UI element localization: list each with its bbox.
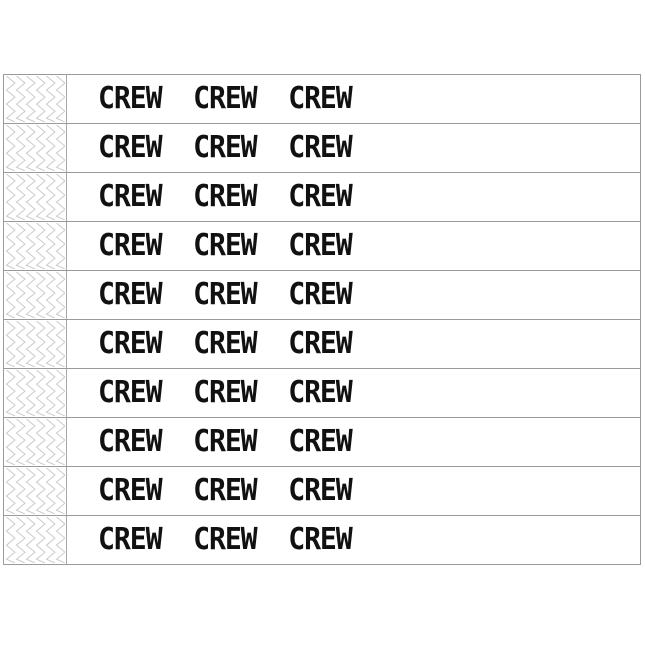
perforated-stub [4, 75, 67, 123]
wristband-row[interactable]: CREW CREW CREW [3, 515, 641, 565]
wristband-print-area: CREW CREW CREW [67, 124, 640, 172]
wristband-row[interactable]: CREW CREW CREW [3, 466, 641, 515]
zigzag-perforation-icon [5, 517, 65, 563]
wristband-row[interactable]: CREW CREW CREW [3, 319, 641, 368]
wristband-label: CREW CREW CREW [98, 424, 353, 459]
zigzag-perforation-icon [5, 419, 65, 465]
wristband-label: CREW CREW CREW [98, 179, 353, 214]
perforated-stub [4, 369, 67, 417]
perforated-stub [4, 467, 67, 515]
wristband-print-area: CREW CREW CREW [67, 271, 640, 319]
wristband-print-area: CREW CREW CREW [67, 516, 640, 564]
zigzag-perforation-icon [5, 174, 65, 220]
zigzag-perforation-icon [5, 272, 65, 318]
zigzag-perforation-icon [5, 125, 65, 171]
wristband-label: CREW CREW CREW [98, 277, 353, 312]
wristband-row[interactable]: CREW CREW CREW [3, 221, 641, 270]
zigzag-perforation-icon [5, 468, 65, 514]
wristband-print-area: CREW CREW CREW [67, 320, 640, 368]
zigzag-perforation-icon [5, 223, 65, 269]
perforated-stub [4, 418, 67, 466]
wristband-row[interactable]: CREW CREW CREW [3, 172, 641, 221]
wristband-label: CREW CREW CREW [98, 375, 353, 410]
wristband-label: CREW CREW CREW [98, 130, 353, 165]
perforated-stub [4, 516, 67, 564]
wristband-label: CREW CREW CREW [98, 81, 353, 116]
wristband-label: CREW CREW CREW [98, 522, 353, 557]
wristband-print-area: CREW CREW CREW [67, 467, 640, 515]
perforated-stub [4, 222, 67, 270]
wristband-row[interactable]: CREW CREW CREW [3, 368, 641, 417]
wristband-row[interactable]: CREW CREW CREW [3, 123, 641, 172]
perforated-stub [4, 320, 67, 368]
wristband-label: CREW CREW CREW [98, 326, 353, 361]
wristband-print-area: CREW CREW CREW [67, 75, 640, 123]
wristband-label: CREW CREW CREW [98, 473, 353, 508]
wristband-stack: CREW CREW CREW CREW CREW CREW CREW CREW … [3, 74, 641, 565]
wristband-label: CREW CREW CREW [98, 228, 353, 263]
wristband-row[interactable]: CREW CREW CREW [3, 270, 641, 319]
perforated-stub [4, 173, 67, 221]
wristband-row[interactable]: CREW CREW CREW [3, 74, 641, 123]
wristband-print-area: CREW CREW CREW [67, 222, 640, 270]
perforated-stub [4, 124, 67, 172]
zigzag-perforation-icon [5, 76, 65, 122]
perforated-stub [4, 271, 67, 319]
wristband-row[interactable]: CREW CREW CREW [3, 417, 641, 466]
wristband-print-area: CREW CREW CREW [67, 173, 640, 221]
wristband-print-area: CREW CREW CREW [67, 369, 640, 417]
wristband-print-area: CREW CREW CREW [67, 418, 640, 466]
zigzag-perforation-icon [5, 370, 65, 416]
zigzag-perforation-icon [5, 321, 65, 367]
